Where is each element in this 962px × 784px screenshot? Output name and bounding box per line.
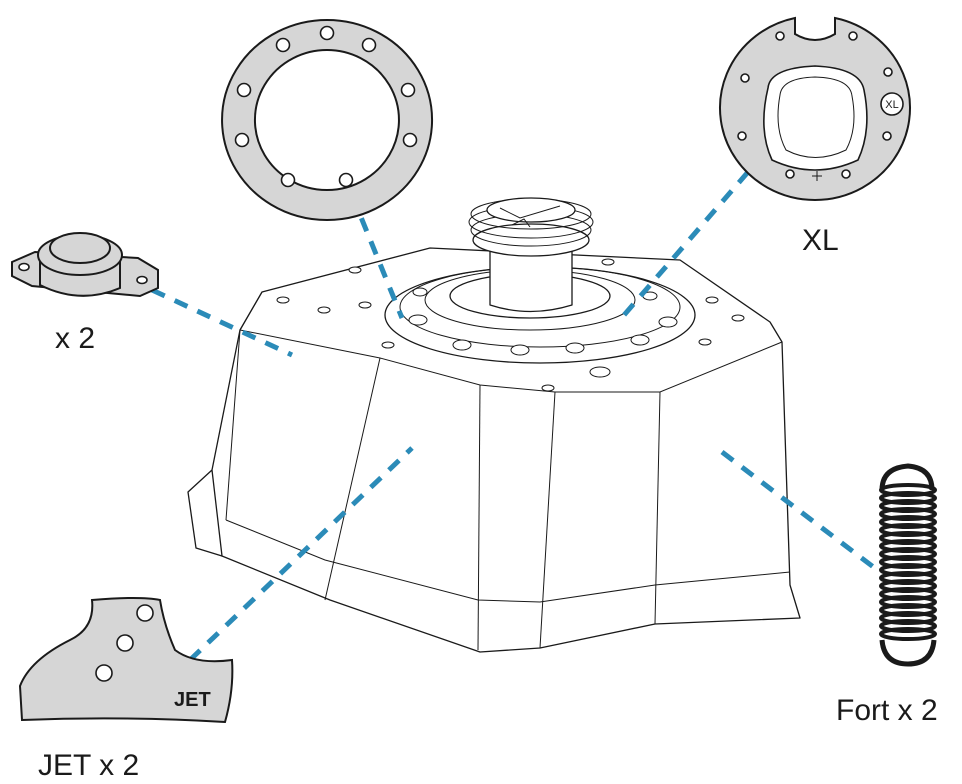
spring [879, 463, 937, 667]
ring-plate [221, 19, 433, 221]
spring-label: Fort x 2 [836, 694, 938, 727]
xl-plate-label: XL [802, 224, 839, 257]
jet-stamp: JET [174, 689, 211, 711]
jet-plate: JET [18, 597, 234, 724]
bump-stop [11, 232, 159, 298]
xl-plate: XL [719, 16, 911, 201]
base-housing [187, 197, 801, 653]
connector-lines [150, 170, 882, 662]
spring-coil [879, 627, 937, 641]
bump-stop-label: x 2 [55, 322, 95, 355]
connector-bump-stop [150, 287, 294, 358]
connector-xl-plate [616, 170, 750, 324]
connector-ring-plate [349, 194, 405, 319]
xl-stamp: XL [885, 99, 898, 111]
connector-spring [720, 450, 882, 574]
spring-coils [879, 483, 937, 641]
connector-jet-plate [188, 446, 414, 662]
jet-plate-label: JET x 2 [38, 749, 139, 782]
